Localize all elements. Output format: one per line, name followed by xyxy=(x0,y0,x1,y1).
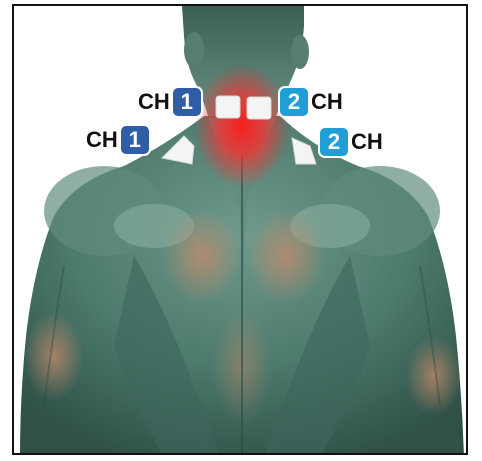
channel-1-lower-label: CH 1 xyxy=(86,126,149,154)
channel-1-upper-label: CH 1 xyxy=(138,88,201,116)
back-muscle-illustration xyxy=(14,6,468,455)
channel-2-lower-label: 2 CH xyxy=(320,128,383,156)
channel-1-badge: 1 xyxy=(121,126,149,154)
channel-text: CH xyxy=(138,89,170,115)
channel-text: CH xyxy=(311,89,343,115)
channel-2-badge: 2 xyxy=(280,88,308,116)
channel-1-badge: 1 xyxy=(173,88,201,116)
image-frame: CH 1 2 CH CH 1 2 CH xyxy=(12,4,468,455)
electrode-pad-icon xyxy=(247,97,271,119)
channel-text: CH xyxy=(86,127,118,153)
channel-2-badge: 2 xyxy=(320,128,348,156)
pain-area xyxy=(194,64,290,188)
electrode-pad-icon xyxy=(216,96,240,118)
channel-text: CH xyxy=(351,129,383,155)
channel-2-upper-label: 2 CH xyxy=(280,88,343,116)
